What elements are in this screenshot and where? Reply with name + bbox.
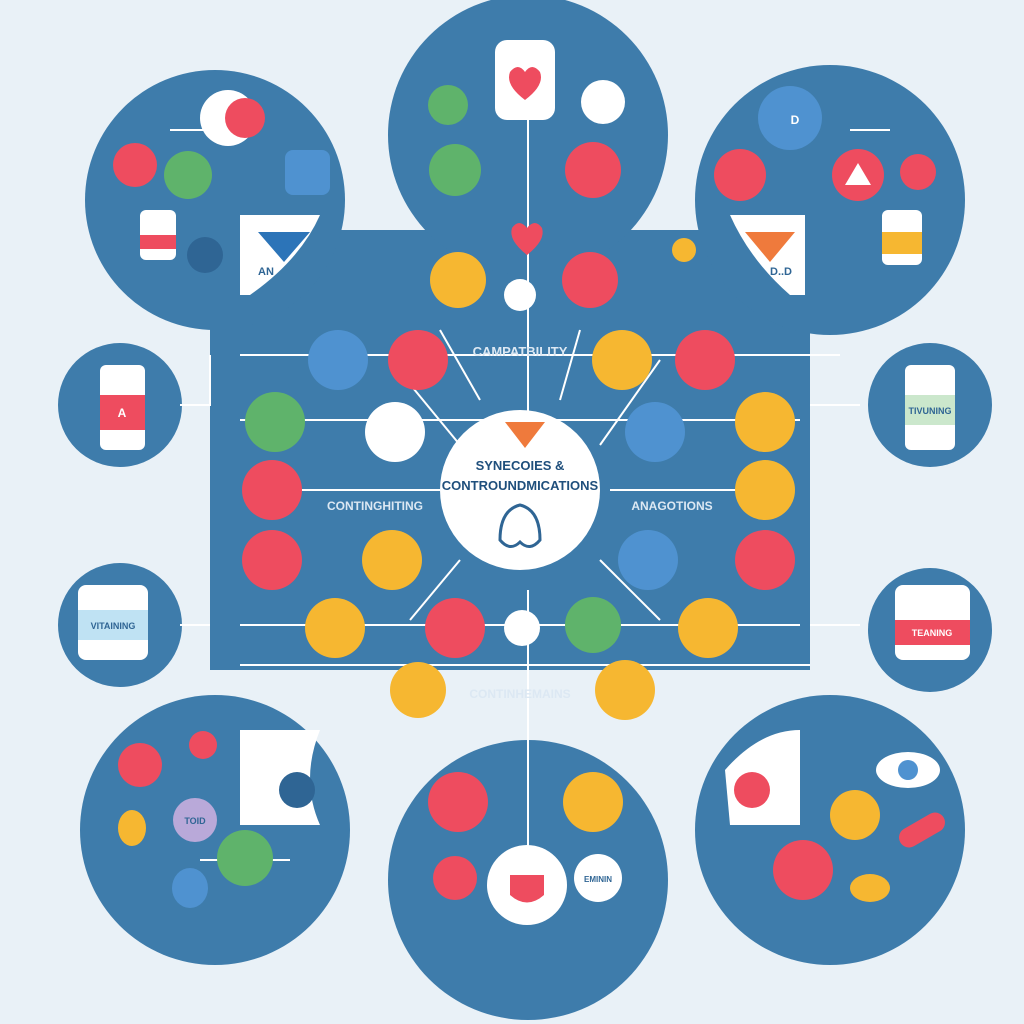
cell-icon (565, 142, 621, 198)
triangle-icon (745, 232, 795, 262)
food-icon (173, 798, 217, 842)
bottle-label (140, 235, 176, 249)
supplement-jar-icon (285, 150, 330, 195)
egg-icon (172, 868, 208, 908)
molecule-icon (242, 460, 302, 520)
apple-icon (118, 743, 162, 787)
bottle-label-left-bottom: VITAINING (91, 621, 136, 631)
face-icon (429, 144, 481, 196)
bottle-label-right-bottom: TEANING (912, 628, 953, 638)
left-label: CONTINGHITING (327, 499, 423, 513)
cell-icon (675, 330, 735, 390)
connector (599, 559, 661, 621)
leaf-icon (565, 597, 621, 653)
tree-icon (245, 392, 305, 452)
capsule-icon (390, 662, 446, 718)
bacteria-icon (773, 840, 833, 900)
bottle-label-bottom-small: TOID (184, 816, 206, 826)
orb-icon (830, 790, 880, 840)
herb-icon (735, 392, 795, 452)
circle-icon (563, 772, 623, 832)
cup-icon (504, 610, 540, 646)
bottle-label-left-top: A (118, 406, 127, 420)
center-circle (440, 410, 600, 570)
leaf-icon (428, 85, 468, 125)
cluster-icon (365, 402, 425, 462)
pill-icon (899, 812, 945, 848)
cherry-icon (189, 731, 217, 759)
bottle-label-bottom-box: EMININ (584, 875, 612, 884)
right-label: ANAGOTIONS (631, 499, 712, 513)
body-icon (592, 330, 652, 390)
node-pills-icon (113, 143, 157, 187)
jar-label (895, 620, 970, 645)
lungs-icon (498, 503, 542, 548)
virus-icon (562, 252, 618, 308)
drop-icon (242, 530, 302, 590)
virus-icon (678, 598, 738, 658)
shield-icon (510, 875, 544, 903)
bottle-label (882, 232, 922, 254)
bottom-label: CONTINHEMAINS (469, 687, 570, 701)
jar-label (78, 610, 148, 640)
center-node (440, 410, 600, 570)
connector (599, 359, 661, 446)
connector (409, 559, 461, 621)
dot-icon (672, 238, 696, 262)
shield-icon (504, 279, 536, 311)
herb-icon (430, 252, 486, 308)
pie-chart-icon (581, 80, 625, 124)
connector (439, 329, 481, 401)
x-icon (279, 772, 315, 808)
leaf-icon (735, 460, 795, 520)
center-title-line1: SYNECOIES & (476, 458, 565, 473)
pill-icon (433, 856, 477, 900)
flame-icon (735, 530, 795, 590)
figure-icon (625, 402, 685, 462)
corner-label-top-right: D..D (770, 266, 792, 278)
orb-icon (362, 530, 422, 590)
node-capsule-icon (225, 98, 265, 138)
plant-icon (618, 530, 678, 590)
corner-label-top-left: AN (258, 266, 274, 278)
warning-triangle-icon (845, 163, 871, 185)
connector (180, 355, 211, 406)
molecule-icon (388, 330, 448, 390)
triangle-icon (258, 232, 310, 262)
callouts (240, 215, 805, 825)
heart-icon (511, 223, 543, 255)
face-icon (714, 149, 766, 201)
sun-icon (595, 660, 655, 720)
icon-nodes (78, 40, 970, 925)
heart-icon (509, 67, 541, 100)
pill-icon (428, 772, 488, 832)
person-icon (187, 237, 223, 273)
box-icon (574, 854, 622, 902)
joint-icon (305, 598, 365, 658)
bottle-label (100, 395, 145, 430)
top-label: CAMPATBILITY (473, 344, 568, 359)
eye-pupil-icon (898, 760, 918, 780)
node-molecule-icon (164, 151, 212, 199)
molecule-icon (217, 830, 273, 886)
pill-label-top-right: D (791, 113, 800, 127)
apple-icon (900, 154, 936, 190)
egg-icon (118, 810, 146, 846)
tent-icon (308, 330, 368, 390)
virus-icon (425, 598, 485, 658)
bottle-label (905, 395, 955, 425)
capsule-icon (734, 772, 770, 808)
connector (559, 329, 581, 401)
center-title-line2: CONTROUNDMICATIONS (442, 478, 599, 493)
pill-d-icon (758, 86, 822, 150)
bottle-label-right-top: TIVUNING (908, 406, 951, 416)
capsule-icon (850, 874, 890, 902)
center-badge-icon (505, 422, 545, 448)
